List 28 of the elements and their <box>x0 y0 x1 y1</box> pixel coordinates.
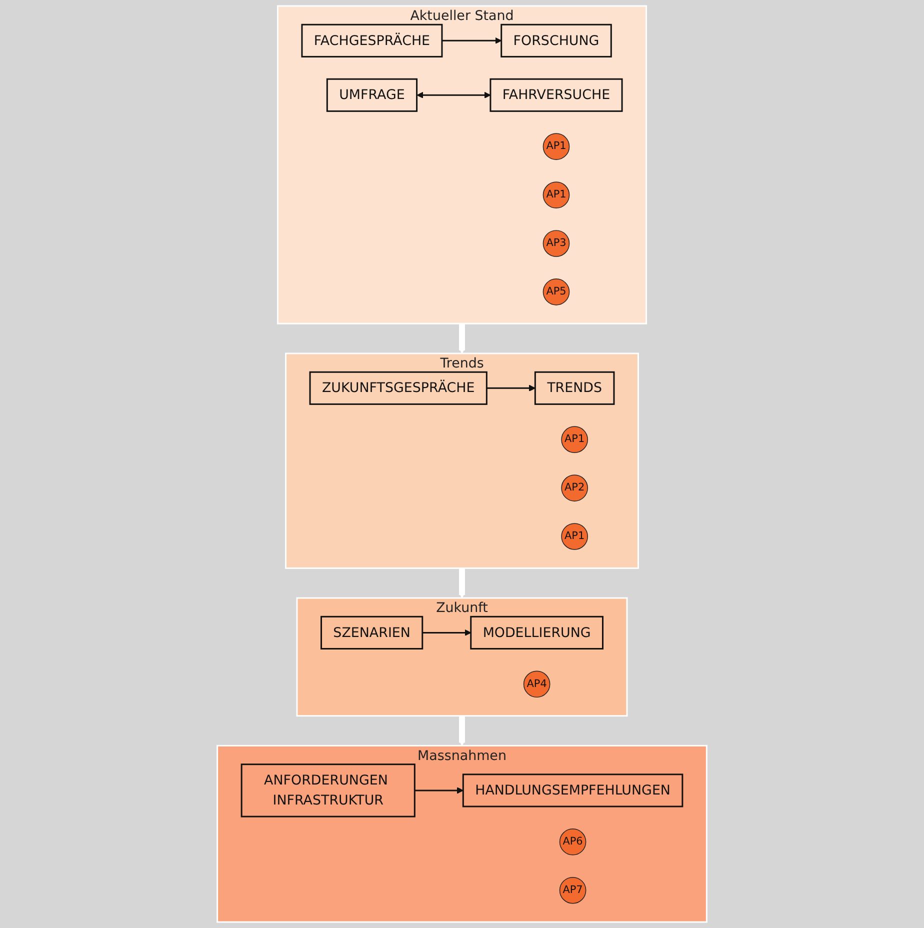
node-circle: AP6 <box>559 828 586 856</box>
node-circle: AP2 <box>561 474 588 502</box>
arrow <box>486 384 536 392</box>
node-box: ANFORDERUNGEN INFRASTRUKTUR <box>240 764 416 818</box>
node-box: HANDLUNGSEMPFEHLUNGEN <box>462 774 684 808</box>
arrow <box>422 629 472 636</box>
node-box: SZENARIEN <box>320 616 424 650</box>
node-circle: AP1 <box>542 133 570 160</box>
arrow <box>458 715 466 746</box>
node-circle: AP1 <box>561 523 588 550</box>
node-box: FAHRVERSUCHE <box>490 78 623 112</box>
node-box: MODELLIERUNG <box>470 616 604 650</box>
node-circle: AP3 <box>542 230 570 257</box>
arrow <box>442 37 502 44</box>
arrow <box>414 787 464 794</box>
arrow <box>458 323 466 354</box>
arrow <box>458 568 466 598</box>
node-circle: AP1 <box>542 182 570 208</box>
node-circle: AP1 <box>561 426 588 453</box>
arrow <box>416 92 491 98</box>
node-box: TRENDS <box>534 371 615 405</box>
node-circle: AP5 <box>542 278 570 306</box>
node-box: UMFRAGE <box>326 78 418 112</box>
node-box: FACHGESPRÄCHE <box>301 24 443 58</box>
node-circle: AP4 <box>523 670 550 698</box>
node-box: ZUKUNFTSGESPRÄCHE <box>309 371 488 405</box>
node-box: FORSCHUNG <box>500 24 612 58</box>
node-circle: AP7 <box>559 876 586 904</box>
